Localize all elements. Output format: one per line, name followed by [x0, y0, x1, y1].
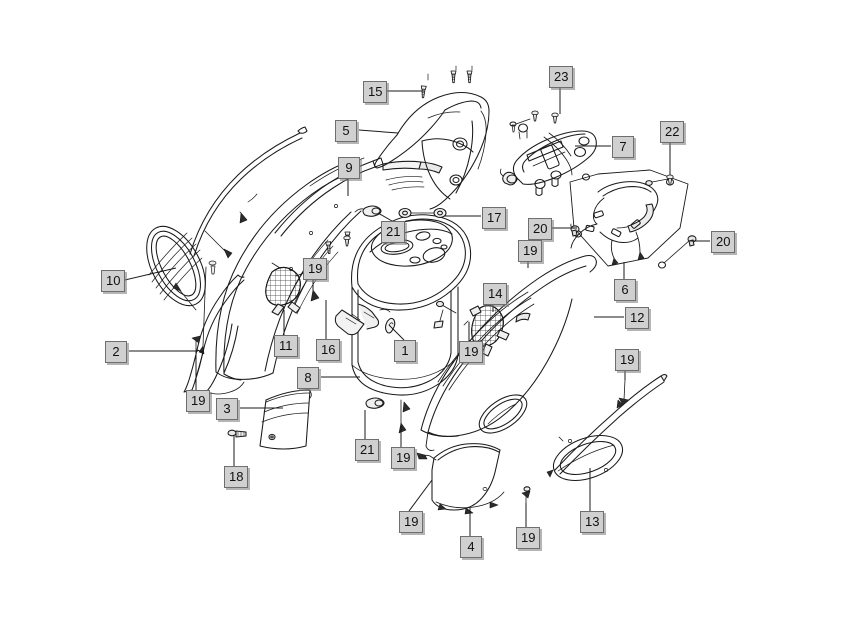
callout-label: 21	[360, 442, 375, 457]
callout-20[interactable]: 20	[711, 231, 736, 253]
part-21-clip-top	[354, 205, 382, 217]
callout-12[interactable]: 12	[625, 307, 650, 329]
callout-20[interactable]: 20	[528, 218, 553, 240]
part-11-grommet	[265, 262, 305, 316]
part-4-lower-cover	[416, 443, 505, 515]
part-14-damper	[463, 304, 510, 357]
callout-19[interactable]: 19	[516, 527, 541, 549]
part-15-screws	[419, 65, 473, 99]
leader-line-1	[388, 324, 405, 341]
part-19-pins-left	[172, 230, 233, 355]
callout-label: 6	[621, 282, 629, 297]
callout-19[interactable]: 19	[186, 390, 211, 412]
part-3-cover	[259, 389, 312, 450]
leader-line-21	[377, 212, 393, 222]
callout-label: 19	[620, 352, 635, 367]
callout-label: 13	[585, 514, 600, 529]
part-23-bolts	[509, 110, 559, 133]
part-10-emblem	[146, 225, 206, 307]
part-12-right-panel	[420, 254, 597, 451]
part-7-grab-rail	[499, 123, 597, 197]
leader-line-10	[124, 267, 177, 281]
callout-16[interactable]: 16	[316, 339, 341, 361]
callout-19[interactable]: 19	[518, 240, 543, 262]
callout-15[interactable]: 15	[363, 81, 388, 103]
callout-label: 22	[665, 124, 680, 139]
callout-5[interactable]: 5	[335, 120, 357, 142]
part-19-screws-right	[521, 379, 630, 504]
leader-line-19	[408, 479, 433, 512]
callout-label: 18	[229, 469, 244, 484]
callout-label: 5	[342, 123, 350, 138]
callout-label: 2	[112, 344, 120, 359]
callout-label: 17	[487, 210, 502, 225]
misc-screws	[191, 235, 351, 353]
callout-18[interactable]: 18	[224, 466, 249, 488]
callout-4[interactable]: 4	[460, 536, 482, 558]
leader-line-5	[358, 129, 399, 134]
part-5-front-cowl	[374, 91, 490, 210]
callout-3[interactable]: 3	[216, 398, 238, 420]
callout-17[interactable]: 17	[482, 207, 507, 229]
callout-19[interactable]: 19	[399, 511, 424, 533]
callout-label: 7	[619, 139, 627, 154]
callout-19[interactable]: 19	[615, 349, 640, 371]
callout-9[interactable]: 9	[338, 157, 360, 179]
callout-label: 19	[523, 243, 538, 258]
callout-21[interactable]: 21	[355, 439, 380, 461]
callout-label: 19	[404, 514, 419, 529]
part-22-bolt	[645, 174, 674, 186]
callout-label: 19	[396, 450, 411, 465]
part-6-harness	[569, 169, 691, 269]
part-19-screw-14	[433, 300, 470, 329]
callout-label: 15	[368, 84, 383, 99]
callout-label: 4	[467, 539, 475, 554]
callout-label: 1	[401, 343, 409, 358]
callout-label: 14	[488, 286, 503, 301]
callout-19[interactable]: 19	[303, 258, 328, 280]
part-lower-left-panel	[205, 323, 245, 395]
callout-label: 11	[279, 338, 293, 353]
callout-13[interactable]: 13	[580, 511, 605, 533]
callout-19[interactable]: 19	[459, 341, 484, 363]
callout-label: 23	[554, 69, 569, 84]
callout-1[interactable]: 1	[394, 340, 416, 362]
callout-label: 19	[308, 261, 323, 276]
callout-label: 9	[345, 160, 353, 175]
callout-11[interactable]: 11	[274, 335, 298, 357]
callout-6[interactable]: 6	[614, 279, 636, 301]
callout-23[interactable]: 23	[549, 66, 574, 88]
callout-10[interactable]: 10	[101, 270, 126, 292]
part-13-oval-trim	[552, 435, 624, 481]
callout-label: 19	[464, 344, 479, 359]
callout-label: 19	[521, 530, 536, 545]
callout-2[interactable]: 2	[105, 341, 127, 363]
part-17-washers	[398, 207, 447, 219]
callout-label: 21	[386, 224, 401, 239]
callout-21[interactable]: 21	[381, 221, 406, 243]
callout-label: 8	[304, 370, 312, 385]
callout-label: 3	[223, 401, 231, 416]
callout-22[interactable]: 22	[660, 121, 685, 143]
part-18-screw	[227, 429, 247, 438]
callout-label: 20	[533, 221, 548, 236]
callout-8[interactable]: 8	[297, 367, 319, 389]
part-21-clip-bottom	[365, 397, 385, 409]
callout-14[interactable]: 14	[483, 283, 508, 305]
callout-label: 10	[106, 273, 121, 288]
part-9-upper-moulding	[189, 126, 308, 257]
callout-label: 16	[321, 342, 336, 357]
callout-label: 19	[191, 393, 206, 408]
callout-19[interactable]: 19	[391, 447, 416, 469]
callout-7[interactable]: 7	[612, 136, 634, 158]
part-right-strip	[546, 373, 668, 478]
callout-label: 20	[716, 234, 731, 249]
callout-label: 12	[630, 310, 645, 325]
